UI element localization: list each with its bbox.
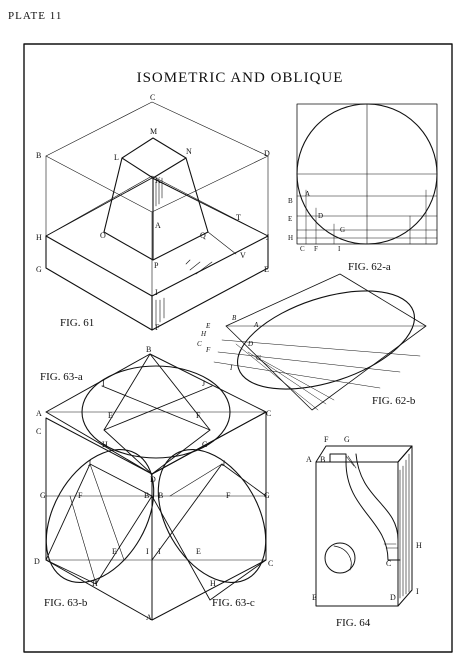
fig64-label-c: C [386,559,391,568]
fig63a-caption: FIG. 63-a [40,371,83,383]
fig63a-label-j: J [202,379,205,388]
plate-border [23,43,453,653]
fig63a-label-h: H [102,440,108,449]
plate-title: ISOMETRIC AND OBLIQUE [137,70,344,86]
fig61-label-g: G [36,265,42,274]
fig-61-isometric-block: C B D M L N K O A Q T H J P G E V I F FI… [36,93,270,332]
fig63a-label-i: I [102,379,105,388]
fig61-label-l: L [114,153,119,162]
fig63c-label-c: C [268,559,273,568]
fig62b-label-h: H [200,330,207,338]
fig62a-label-e: E [288,215,292,223]
fig63a-label-b: B [146,345,151,354]
fig61-label-h: H [36,233,42,242]
fig64-label-i: I [416,587,419,596]
fig63b-label-h: H [92,579,98,588]
fig63b-label-e: E [112,547,117,556]
fig63a-label-c: C [266,409,271,418]
fig61-label-b: B [36,151,41,160]
fig64-label-b: B [320,455,325,464]
fig61-label-p: P [154,261,159,270]
fig63c-label-i: I [158,547,161,556]
fig62b-label-a: A [253,321,259,329]
fig62b-label-d: D [247,340,253,348]
fig-62a-circle-in-square: A B D E G H C F I FIG. 62-a [288,103,438,273]
fig62a-label-d: D [318,212,323,220]
fig63c-label-b: B [158,491,163,500]
fig61-label-t: T [236,213,241,222]
fig64-label-g: G [344,435,350,444]
fig62b-label-e: E [205,322,211,330]
fig64-label-f: F [324,435,329,444]
fig61-label-m: M [150,127,157,136]
fig61-label-k: K [155,176,161,185]
fig-63b-isometric-circle-left: C J G F B D E I H A FIG. 63-b [34,417,155,622]
fig63b-label-g: G [40,491,46,500]
fig61-label-c: C [150,93,155,102]
fig64-label-e: E [312,593,317,602]
fig62a-label-g: G [340,226,345,234]
fig-63a-isometric-circle-top: B I J A E F H G D C FIG. 63-a [36,345,271,484]
fig63b-label-c: C [36,427,41,436]
fig61-label-i: I [155,288,158,297]
fig63b-caption: FIG. 63-b [44,597,88,609]
fig61-label-q: Q [200,231,206,240]
fig62b-label-c: C [197,340,202,348]
fig62b-label-f: F [205,346,211,354]
fig61-label-a: A [155,221,161,230]
fig63a-label-e: E [108,411,113,420]
fig63c-label-f: F [226,491,231,500]
fig64-caption: FIG. 64 [336,617,371,629]
fig64-label-a: A [306,455,312,464]
fig62a-label-f: F [314,245,318,253]
fig-64-oblique-block: F G A B H C E D I FIG. 64 [306,435,422,629]
fig-62b-oblique-ellipse: B A D G E H C F I FIG. 62-b [197,273,427,411]
fig61-label-v: V [240,251,246,260]
fig63c-caption: FIG. 63-c [212,597,255,609]
fig63c-label-g: G [264,491,270,500]
fig63a-label-g: G [202,440,208,449]
fig61-label-n: N [186,147,192,156]
fig63c-label-h: H [210,579,216,588]
fig62a-label-b: B [288,197,293,205]
fig61-label-j: J [266,233,269,242]
fig62a-label-c: C [300,245,305,253]
fig62a-label-a: A [305,190,310,198]
fig61-label-f: F [155,323,160,332]
fig-63c-isometric-circle-right: J B G F E I H C FIG. 63-c [151,411,273,621]
fig62a-label-i: I [338,245,341,253]
fig62b-label-g: G [256,354,261,362]
fig62b-caption: FIG. 62-b [372,395,416,407]
fig63c-label-e: E [196,547,201,556]
fig63b-label-b: B [144,491,149,500]
fig64-label-d: D [390,593,396,602]
fig62b-label-i: I [229,364,233,372]
fig62b-label-b: B [232,314,237,322]
fig63b-label-d: D [34,557,40,566]
fig61-caption: FIG. 61 [60,317,94,329]
fig63c-label-j: J [222,459,225,468]
fig63a-label-f: F [196,411,201,420]
plate-number: PLATE 11 [8,10,63,22]
fig63b-label-i: I [146,547,149,556]
fig63b-label-j: J [88,459,91,468]
fig63b-label-f: F [78,491,83,500]
fig61-label-d: D [264,149,270,158]
fig61-label-o: O [100,231,106,240]
fig63b-label-a: A [146,613,152,622]
fig62a-label-h: H [288,234,293,242]
fig64-label-h: H [416,541,422,550]
fig61-label-e: E [264,265,269,274]
fig62a-caption: FIG. 62-a [348,261,391,273]
fig63a-label-a: A [36,409,42,418]
